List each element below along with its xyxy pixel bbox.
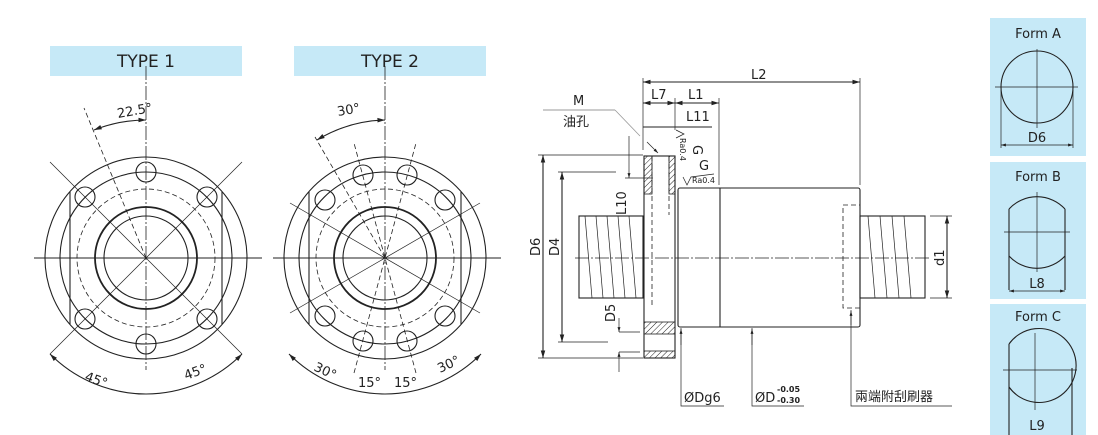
bolt-hole bbox=[314, 164, 456, 352]
type1-view: TYPE 1 22.5° 45° 45° bbox=[34, 46, 262, 395]
type2-angle-left: 30° bbox=[311, 360, 338, 383]
wiper-note: 兩端附刮刷器 bbox=[855, 390, 933, 405]
side-view: L2 L7 L1 L11 G Ra0.4 G Ra0.4 M 油孔 L10 D6… bbox=[529, 68, 952, 407]
dim-D4: D4 bbox=[548, 238, 563, 256]
form-b-panel: Form B L8 bbox=[990, 162, 1086, 299]
roughness-1: Ra0.4 bbox=[678, 138, 687, 161]
dim-D6: D6 bbox=[529, 238, 544, 256]
dim-Dg6: ØDg6 bbox=[684, 391, 721, 406]
type2-angle-right: 30° bbox=[435, 353, 462, 376]
dim-D: ØD bbox=[755, 391, 775, 406]
nut-body bbox=[677, 187, 861, 328]
oil-hole-M: M bbox=[573, 94, 584, 109]
type1-angle-right: 45° bbox=[182, 362, 209, 384]
form-c-title: Form C bbox=[1015, 310, 1061, 325]
dim-G-2: G bbox=[699, 159, 709, 174]
roughness-symbol bbox=[675, 129, 685, 139]
dim-L1: L1 bbox=[688, 88, 704, 103]
tolerance-lower: -0.30 bbox=[777, 396, 800, 405]
dim-G-1: G bbox=[689, 145, 704, 155]
form-b-dim: L8 bbox=[1029, 277, 1045, 292]
roughness-symbol bbox=[682, 173, 715, 186]
type2-title: TYPE 2 bbox=[360, 52, 419, 72]
type1-angle-top: 22.5° bbox=[116, 101, 154, 122]
tolerance-upper: -0.05 bbox=[777, 385, 800, 394]
roughness-2: Ra0.4 bbox=[692, 176, 715, 185]
form-a-title: Form A bbox=[1015, 27, 1061, 42]
dim-d1: d1 bbox=[933, 249, 948, 266]
type2-angle-mid-right: 15° bbox=[394, 376, 417, 391]
dim-L11: L11 bbox=[686, 110, 710, 125]
form-c-dim: L9 bbox=[1029, 419, 1045, 434]
type2-view: TYPE 2 30° 30° 15° 15° 30° bbox=[273, 46, 501, 395]
form-c-panel: Form C L9 bbox=[990, 304, 1086, 435]
type2-angle-mid-left: 15° bbox=[358, 376, 381, 391]
oil-hole-label: 油孔 bbox=[563, 115, 589, 130]
type1-angle-left: 45° bbox=[83, 370, 110, 392]
screw-shaft-left bbox=[578, 215, 644, 299]
form-a-panel: Form A D6 bbox=[990, 18, 1086, 156]
dim-L2: L2 bbox=[751, 68, 767, 83]
dim-D5: D5 bbox=[604, 304, 619, 322]
form-b-title: Form B bbox=[1015, 170, 1061, 185]
wiper bbox=[842, 204, 861, 309]
type2-angle-top: 30° bbox=[336, 101, 361, 120]
screw-shaft-right bbox=[859, 215, 926, 299]
form-a-dim: D6 bbox=[1028, 131, 1046, 146]
type1-title: TYPE 1 bbox=[116, 52, 175, 72]
dim-L10: L10 bbox=[615, 191, 630, 215]
dim-L7: L7 bbox=[651, 88, 667, 103]
type2-header bbox=[294, 46, 486, 76]
